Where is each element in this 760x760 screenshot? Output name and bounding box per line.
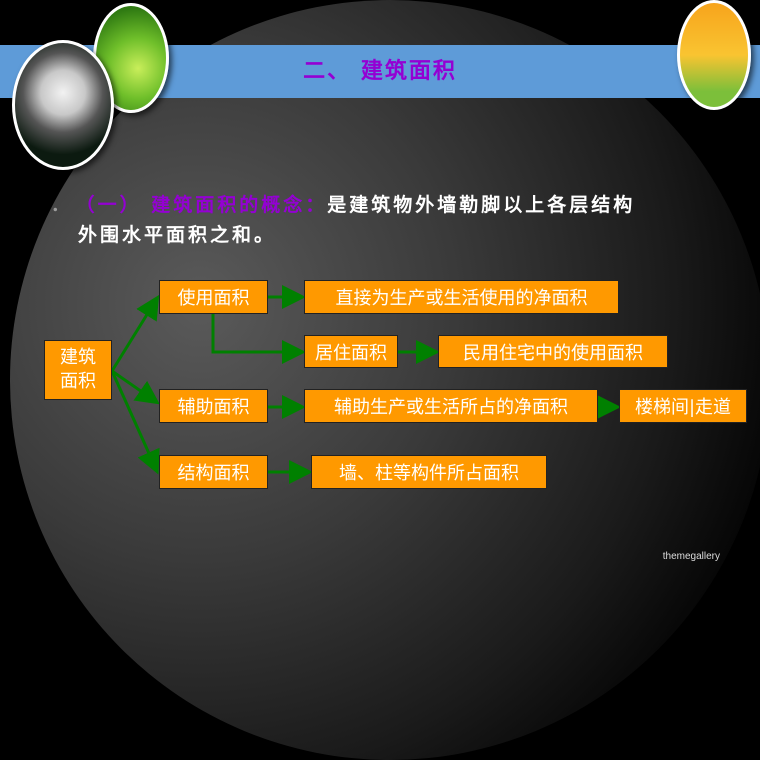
box-struct-desc: 墙、柱等构件所占面积 — [311, 455, 547, 489]
slide-title: 二、 建筑面积 — [303, 58, 457, 84]
box-use-desc: 直接为生产或生活使用的净面积 — [304, 280, 619, 314]
box-use-area: 使用面积 — [159, 280, 268, 314]
box-aux-area: 辅助面积 — [159, 389, 268, 423]
definition-term: （一） 建筑面积的概念： — [75, 194, 328, 216]
definition-text: . （一） 建筑面积的概念：是建筑物外墙勒脚以上各层结构 外围水平面积之和。 — [52, 190, 732, 250]
connector-root-use — [110, 294, 160, 372]
box-struct-area: 结构面积 — [159, 455, 268, 489]
box-root: 建筑面积 — [44, 340, 112, 400]
tulip-photo — [677, 0, 751, 110]
connector-root-aux — [111, 369, 160, 405]
connector-use-living — [211, 314, 306, 364]
box-aux-example: 楼梯间|走道 — [619, 389, 747, 423]
dandelion-photo — [12, 40, 114, 170]
bullet-dot: . — [52, 194, 62, 216]
connectors — [110, 285, 621, 484]
box-living-area: 居住面积 — [304, 335, 398, 368]
box-living-desc: 民用住宅中的使用面积 — [438, 335, 668, 368]
box-aux-desc: 辅助生产或生活所占的净面积 — [304, 389, 598, 423]
definition-body-2: 外围水平面积之和。 — [78, 224, 277, 246]
connector-root-struct — [110, 370, 160, 475]
definition-body-1: 是建筑物外墙勒脚以上各层结构 — [327, 194, 636, 216]
footer-brand: themegallery — [662, 551, 720, 562]
